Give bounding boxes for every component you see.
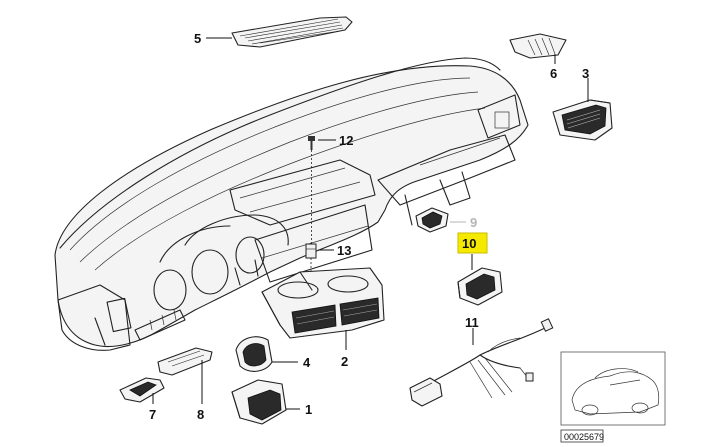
label-part-6: 6 <box>550 66 557 81</box>
label-part-9: 9 <box>470 215 477 230</box>
part-4-side-air-outlet <box>235 336 273 372</box>
label-part-10: 10 <box>462 236 476 251</box>
part-7-trim-bezel <box>119 377 165 403</box>
part-5-defroster-grille <box>231 16 353 48</box>
part-8-trim-strip <box>157 347 213 376</box>
dashboard-drawing <box>54 57 529 351</box>
reference-code: 00025679 <box>564 432 604 442</box>
part-1-lower-air-outlet <box>231 379 287 425</box>
label-part-4: 4 <box>303 355 311 370</box>
label-part-12: 12 <box>339 133 353 148</box>
part-10-control-unit <box>457 267 503 306</box>
label-part-3: 3 <box>582 66 589 81</box>
car-thumbnail <box>560 351 666 426</box>
part-11-wiring-harness <box>409 318 554 407</box>
part-3-right-air-outlet <box>552 99 613 141</box>
label-part-7: 7 <box>149 407 156 422</box>
part-13-spacer <box>305 243 317 272</box>
label-part-8: 8 <box>197 407 204 422</box>
part-6-side-vent <box>509 33 567 59</box>
part-12-screw <box>308 136 315 245</box>
reference-code-box <box>560 429 604 443</box>
label-part-1: 1 <box>305 402 312 417</box>
label-part-11: 11 <box>465 315 479 330</box>
label-part-2: 2 <box>341 354 348 369</box>
highlight-part-10 <box>457 232 488 254</box>
part-2-center-air-outlet <box>261 267 385 339</box>
part-9-trim-cover <box>415 207 449 233</box>
label-part-13: 13 <box>337 243 351 258</box>
label-part-5: 5 <box>194 31 201 46</box>
